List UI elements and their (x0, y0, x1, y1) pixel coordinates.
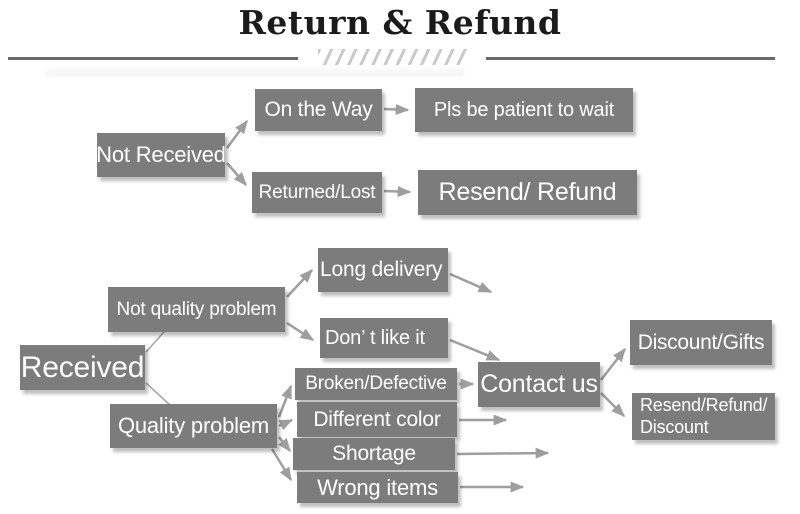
line-received-to-not-quality-problem (145, 331, 165, 353)
resend-refund-discount-line1: Resend/Refund/ (640, 395, 768, 416)
node-discount-gifts: Discount/Gifts (630, 320, 772, 365)
node-returned-lost: Returned/Lost (252, 172, 382, 213)
arrow-long-delivery-to-contact-us (449, 272, 493, 294)
arrow-not-quality-to-long-delivery (286, 268, 313, 298)
arrow-dont-like-it-to-contact-us (449, 338, 501, 362)
node-received: Received (20, 345, 145, 390)
node-broken-defective: Broken/Defective (295, 368, 457, 400)
page-title: Return & Refund (238, 3, 562, 42)
line-received-to-quality-problem (145, 382, 171, 406)
node-shortage: Shortage (293, 438, 455, 470)
arrow-contact-us-to-discount-gifts (600, 347, 626, 381)
resend-refund-discount-line2: Discount (640, 416, 709, 437)
divider-shadow (45, 70, 465, 76)
node-dont-like-it: Don’ t like it (320, 318, 448, 358)
node-not-received: Not Received (96, 133, 226, 177)
arrow-returned-lost-to-resend-refund (383, 186, 412, 198)
node-resend-refund-discount: Resend/Refund/ Discount (632, 393, 775, 440)
arrow-shortage-right (456, 447, 550, 459)
arrow-quality-to-different-color (278, 418, 294, 431)
arrow-not-received-to-on-the-way (225, 119, 249, 149)
node-wrong-items: Wrong items (297, 472, 458, 503)
divider-line-left (8, 57, 298, 60)
divider-line-right (486, 57, 775, 60)
node-long-delivery: Long delivery (318, 248, 448, 292)
arrow-quality-to-broken-defective (277, 384, 293, 418)
node-quality-problem: Quality problem (110, 404, 277, 448)
node-different-color: Different color (297, 402, 457, 437)
arrow-quality-to-wrong-items (270, 448, 293, 482)
arrow-on-the-way-to-pls-wait (383, 103, 410, 115)
node-pls-be-patient-to-wait: Pls be patient to wait (415, 88, 633, 132)
node-contact-us: Contact us (478, 362, 600, 407)
node-resend-refund: Resend/ Refund (418, 170, 637, 215)
diagonal-hatch-icon (318, 49, 468, 65)
node-not-quality-problem: Not quality problem (108, 287, 285, 332)
arrow-not-quality-to-dont-like-it (286, 321, 315, 342)
node-on-the-way: On the Way (255, 89, 382, 131)
arrow-contact-us-to-resend-refund-discount (600, 392, 625, 417)
arrow-not-received-to-returned-lost (226, 162, 247, 187)
arrow-quality-to-shortage (278, 436, 291, 453)
